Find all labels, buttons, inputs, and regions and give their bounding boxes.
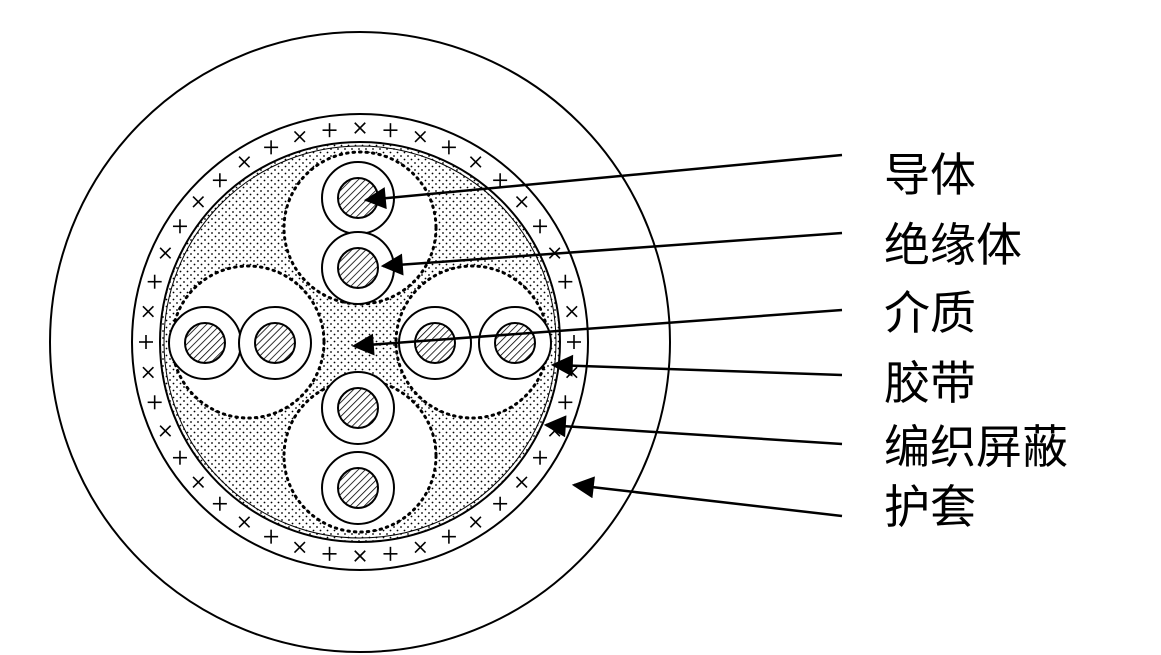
conductor-pairs	[168, 150, 552, 534]
braid-mark	[322, 546, 337, 561]
braid-mark	[515, 196, 528, 208]
braid-mark	[172, 450, 187, 465]
braid-mark	[142, 305, 154, 318]
braid-mark	[469, 156, 482, 168]
label-dielectric: 介质	[884, 286, 976, 340]
braid-mark	[558, 274, 573, 289]
braid-mark	[469, 516, 482, 528]
braid-mark	[383, 546, 398, 561]
braid-mark	[147, 395, 162, 410]
braid-mark	[192, 476, 205, 488]
tape-inner-circle	[163, 145, 557, 539]
braid-mark	[212, 173, 227, 188]
braid-mark	[293, 130, 306, 143]
braid-mark	[159, 425, 172, 437]
label-tape: 胶带	[884, 356, 976, 410]
conductor-circle	[184, 322, 226, 364]
conductor-circle	[414, 322, 456, 364]
braid-mark	[354, 122, 366, 134]
leader-lines	[351, 153, 843, 518]
conductor-circle	[337, 467, 379, 509]
conductor-pair	[282, 150, 438, 306]
braid-mark	[515, 476, 528, 488]
conductor-circle	[337, 387, 379, 429]
braid-mark	[533, 450, 548, 465]
conductor-circle	[494, 322, 536, 364]
braid-mark	[264, 140, 279, 155]
braid-mark	[441, 529, 456, 544]
conductor-pair	[168, 264, 326, 420]
braid-mark	[172, 219, 187, 234]
braid-mark	[493, 173, 508, 188]
braid-mark	[441, 140, 456, 155]
label-braid-shield: 编织屏蔽	[884, 420, 1068, 474]
label-insulation: 绝缘体	[884, 218, 1022, 272]
braid-mark	[159, 247, 172, 259]
leader-line-conductor	[363, 153, 843, 210]
braid-mark	[238, 156, 251, 168]
label-conductor: 导体	[884, 148, 976, 202]
braid-mark	[212, 496, 227, 511]
label-jacket: 护套	[884, 480, 976, 534]
braid-mark	[558, 395, 573, 410]
braid-mark	[147, 274, 162, 289]
braid-mark	[414, 541, 427, 554]
braid-mark	[566, 305, 578, 318]
braid-mark	[354, 550, 366, 562]
braid-mark	[293, 541, 306, 554]
leader-line-braid-shield	[543, 415, 843, 446]
braid-mark	[414, 130, 427, 143]
braid-mark	[322, 123, 337, 138]
braid-mark	[533, 219, 548, 234]
conductor-circle	[337, 247, 379, 289]
leader-line-dielectric	[351, 308, 843, 356]
braid-mark	[264, 529, 279, 544]
conductor-pair	[282, 371, 438, 534]
braid-mark	[383, 123, 398, 138]
braid-mark	[192, 196, 205, 208]
braid-mark	[493, 496, 508, 511]
leader-line-insulation	[380, 231, 843, 276]
leader-line-tape	[550, 354, 843, 377]
conductor-circle	[254, 322, 296, 364]
braid-mark	[139, 335, 153, 349]
braid-mark	[238, 516, 251, 528]
braid-mark	[142, 366, 154, 379]
conductor-circle	[337, 177, 379, 219]
conductor-pair	[394, 264, 552, 420]
braid-mark	[567, 335, 581, 349]
leader-line-jacket	[571, 476, 843, 518]
